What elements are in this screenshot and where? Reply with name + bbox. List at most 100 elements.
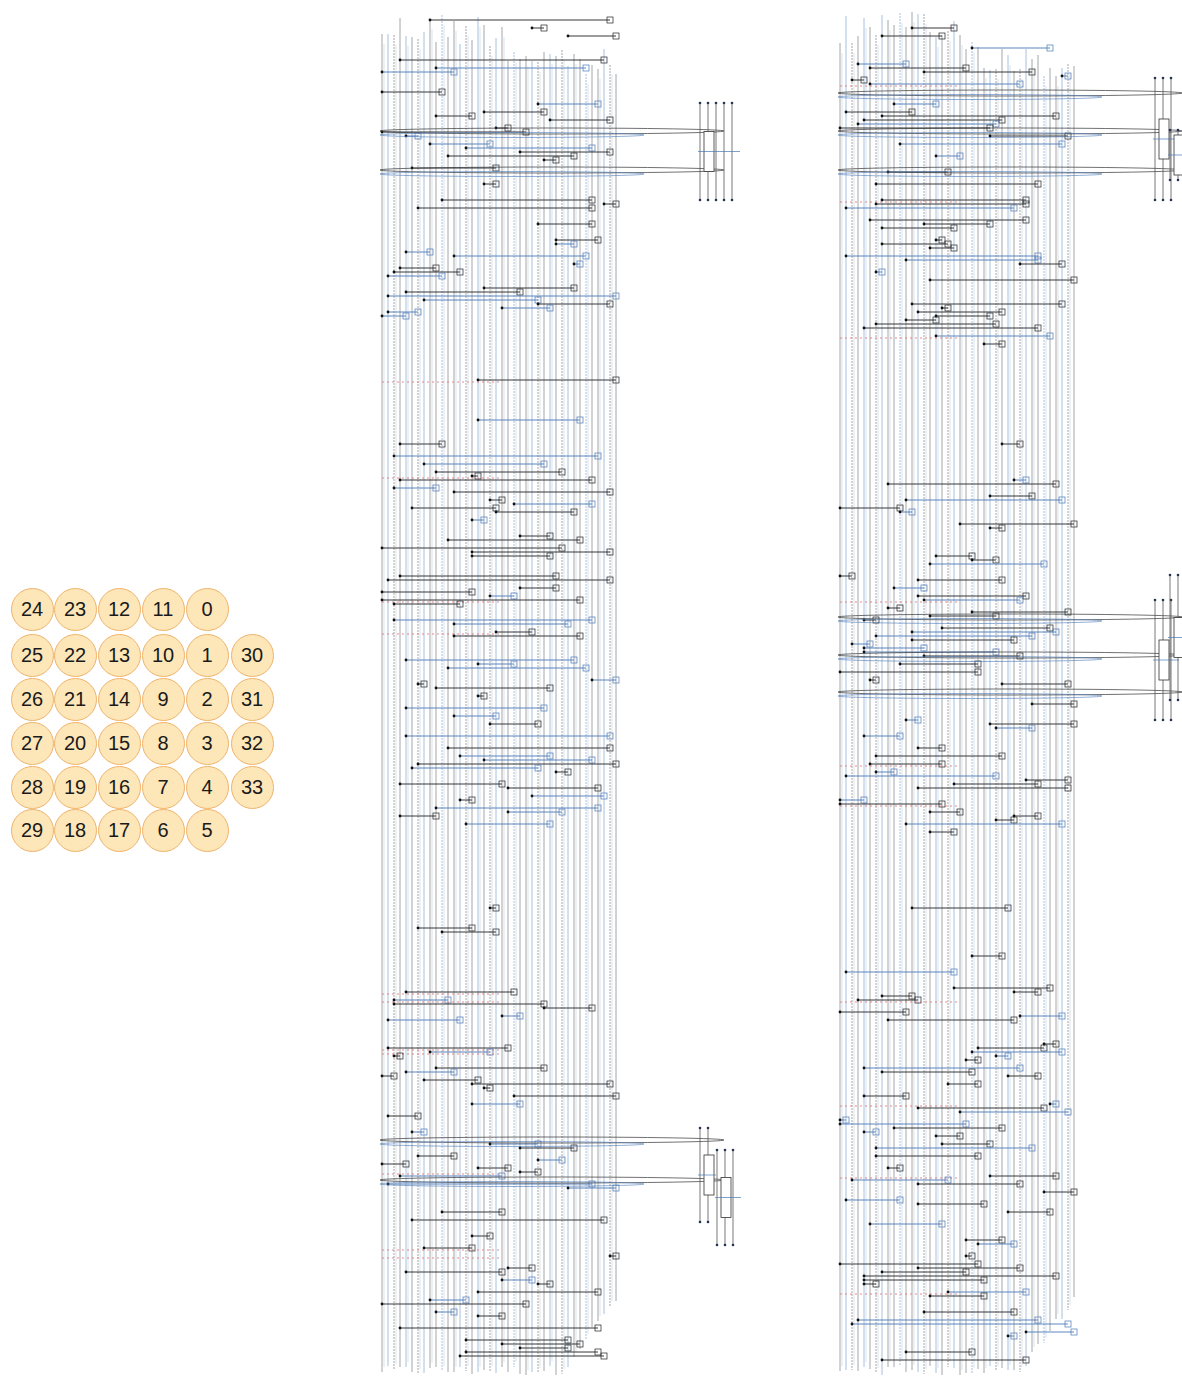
- control-dot: [1001, 683, 1004, 686]
- control-dot: [483, 183, 486, 186]
- control-dot: [905, 1351, 908, 1354]
- control-dot: [411, 507, 414, 510]
- qubit-wire: [924, 14, 925, 1374]
- gate-box: [1017, 1265, 1023, 1271]
- gate-line: [538, 224, 592, 225]
- control-dot: [1013, 479, 1016, 482]
- gate-line: [544, 1008, 592, 1009]
- control-dot: [417, 763, 420, 766]
- gate-line: [1044, 1192, 1074, 1193]
- control-dot: [917, 311, 920, 314]
- gate-line: [394, 604, 460, 605]
- gate-line: [864, 1068, 1020, 1069]
- gate-box: [613, 377, 619, 383]
- gate-box: [975, 1081, 981, 1087]
- gate-line: [852, 80, 864, 81]
- control-dot: [399, 479, 402, 482]
- qubit-wire: [430, 19, 431, 1368]
- gate-line: [840, 1012, 906, 1013]
- ancilla-wire: [698, 1175, 716, 1176]
- gate-line: [960, 1112, 1068, 1113]
- gate-line: [472, 552, 610, 553]
- control-dot: [929, 811, 932, 814]
- control-dot: [869, 219, 872, 222]
- control-dot: [875, 635, 878, 638]
- gate-box: [1023, 477, 1029, 483]
- gate-box: [1071, 701, 1077, 707]
- gate-line: [490, 596, 514, 597]
- control-dot: [471, 1083, 474, 1086]
- gate-box: [1029, 69, 1035, 75]
- gate-line: [876, 184, 1038, 185]
- gate-box: [577, 1341, 583, 1347]
- gate-box: [541, 1065, 547, 1071]
- gate-line: [942, 1144, 990, 1145]
- gate-line: [906, 260, 1038, 261]
- control-dot: [863, 327, 866, 330]
- gate-box: [595, 237, 601, 243]
- control-dot: [935, 335, 938, 338]
- control-dot: [917, 1183, 920, 1186]
- control-dot: [905, 319, 908, 322]
- wire-end: [715, 199, 718, 202]
- gate-line: [972, 956, 1002, 957]
- gate-box: [903, 1093, 909, 1099]
- control-dot: [411, 1219, 414, 1222]
- control-dot: [477, 663, 480, 666]
- gate-box: [511, 593, 517, 599]
- gate-box: [873, 617, 879, 623]
- wire-end: [1177, 699, 1180, 702]
- gate-box: [1053, 1041, 1059, 1047]
- control-dot: [381, 1163, 384, 1166]
- ancilla-wire: [1153, 660, 1179, 661]
- qubit-number: 29: [21, 819, 43, 842]
- qubit-number: 14: [108, 688, 130, 711]
- gate-line: [906, 500, 1062, 501]
- control-dot: [435, 1311, 438, 1314]
- gate-line: [472, 520, 484, 521]
- gate-line: [538, 1160, 562, 1161]
- gate-box: [1017, 597, 1023, 603]
- qubit-wire: [966, 49, 967, 1373]
- control-dot: [845, 971, 848, 974]
- gate-line: [858, 1000, 918, 1001]
- gate-box: [565, 1337, 571, 1343]
- gate-box: [1023, 1357, 1029, 1363]
- control-dot: [851, 1323, 854, 1326]
- control-dot: [881, 199, 884, 202]
- qubit-wire: [998, 79, 999, 1366]
- gate-line: [912, 632, 1056, 633]
- qubit-number: 25: [21, 644, 43, 667]
- gate-line: [912, 640, 1014, 641]
- gate-line: [454, 492, 610, 493]
- control-dot: [453, 635, 456, 638]
- gate-line: [876, 1156, 978, 1157]
- qubit-wire: [938, 47, 939, 1368]
- gate-box: [903, 61, 909, 67]
- gate-box: [433, 813, 439, 819]
- gate-line: [604, 204, 616, 205]
- gate-line: [942, 628, 1050, 629]
- gate-line: [918, 596, 1026, 597]
- control-dot: [929, 247, 932, 250]
- gate-box: [595, 1325, 601, 1331]
- wire-end: [707, 199, 710, 202]
- control-dot: [911, 303, 914, 306]
- long-gate-arc: [380, 1182, 644, 1187]
- gate-line: [382, 72, 454, 73]
- qubit-wire: [424, 32, 425, 1373]
- qubit-wire: [1034, 69, 1035, 1347]
- gate-box: [909, 109, 915, 115]
- gate-box: [547, 821, 553, 827]
- gate-box: [529, 1277, 535, 1283]
- gate-box: [1011, 637, 1017, 643]
- control-dot: [519, 587, 522, 590]
- control-dot: [857, 999, 860, 1002]
- control-dot: [881, 1071, 884, 1074]
- gate-line: [568, 1188, 616, 1189]
- qubit-wire: [432, 29, 433, 1363]
- gate-line: [424, 1248, 472, 1249]
- control-dot: [851, 643, 854, 646]
- qubit-wire: [986, 78, 987, 1368]
- gate-line: [448, 748, 610, 749]
